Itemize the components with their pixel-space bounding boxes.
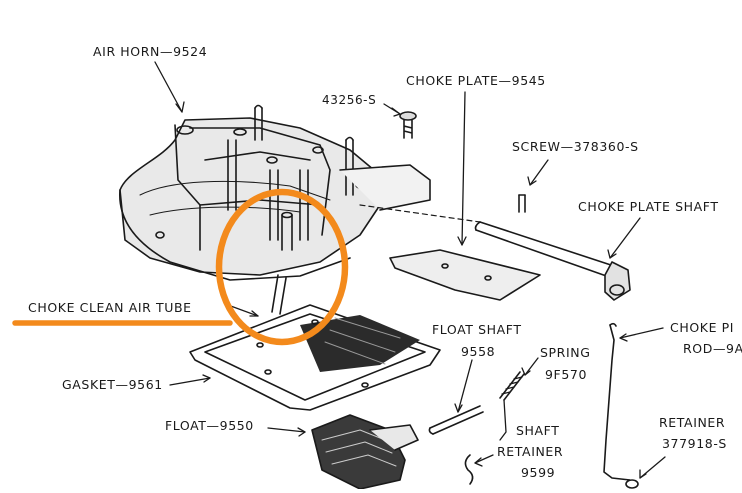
label-screw-43256: 43256-S [322, 93, 377, 107]
label-air-horn: AIR HORN—9524 [93, 44, 208, 59]
highlight-circle [215, 188, 349, 346]
label-choke-plate: CHOKE PLATE—9545 [406, 73, 546, 88]
label-shaft-retainer-number: 9599 [521, 465, 556, 480]
screw-43256-part [399, 111, 417, 139]
leader-lines [154, 61, 666, 479]
shaft-retainer-part [464, 454, 474, 485]
gasket-part [189, 304, 441, 411]
alignment-dashed-line [359, 204, 481, 223]
air-horn-part [119, 104, 431, 315]
label-float: FLOAT—9550 [165, 418, 254, 433]
label-spring: SPRING [540, 345, 591, 360]
choke-rod-part [603, 322, 631, 481]
label-choke-plate-shaft: CHOKE PLATE SHAFT [578, 199, 719, 214]
spring-part [499, 371, 525, 401]
label-screw-378360: SCREW—378360-S [512, 139, 639, 154]
float-shaft-part [428, 405, 484, 435]
label-retainer-number: 377918-S [662, 436, 727, 451]
label-gasket: GASKET—9561 [62, 377, 163, 392]
label-shaft-retainer-line1: SHAFT [516, 423, 560, 438]
label-float-shaft: FLOAT SHAFT [432, 322, 522, 337]
choke-plate-shaft-part [474, 221, 631, 301]
label-spring-number: 9F570 [545, 367, 588, 382]
choke-plate-part [389, 249, 541, 301]
label-retainer: RETAINER [659, 415, 726, 430]
label-float-shaft-number: 9558 [461, 344, 496, 359]
label-choke-rod: CHOKE PI [670, 320, 735, 335]
label-choke-rod-number: ROD—9A [683, 341, 742, 356]
label-choke-clean-air-tube: CHOKE CLEAN AIR TUBE [28, 300, 192, 315]
screw-378360-part [518, 194, 526, 213]
label-shaft-retainer-line2: RETAINER [497, 444, 564, 459]
float-part [311, 414, 419, 490]
retainer-part [625, 479, 639, 489]
